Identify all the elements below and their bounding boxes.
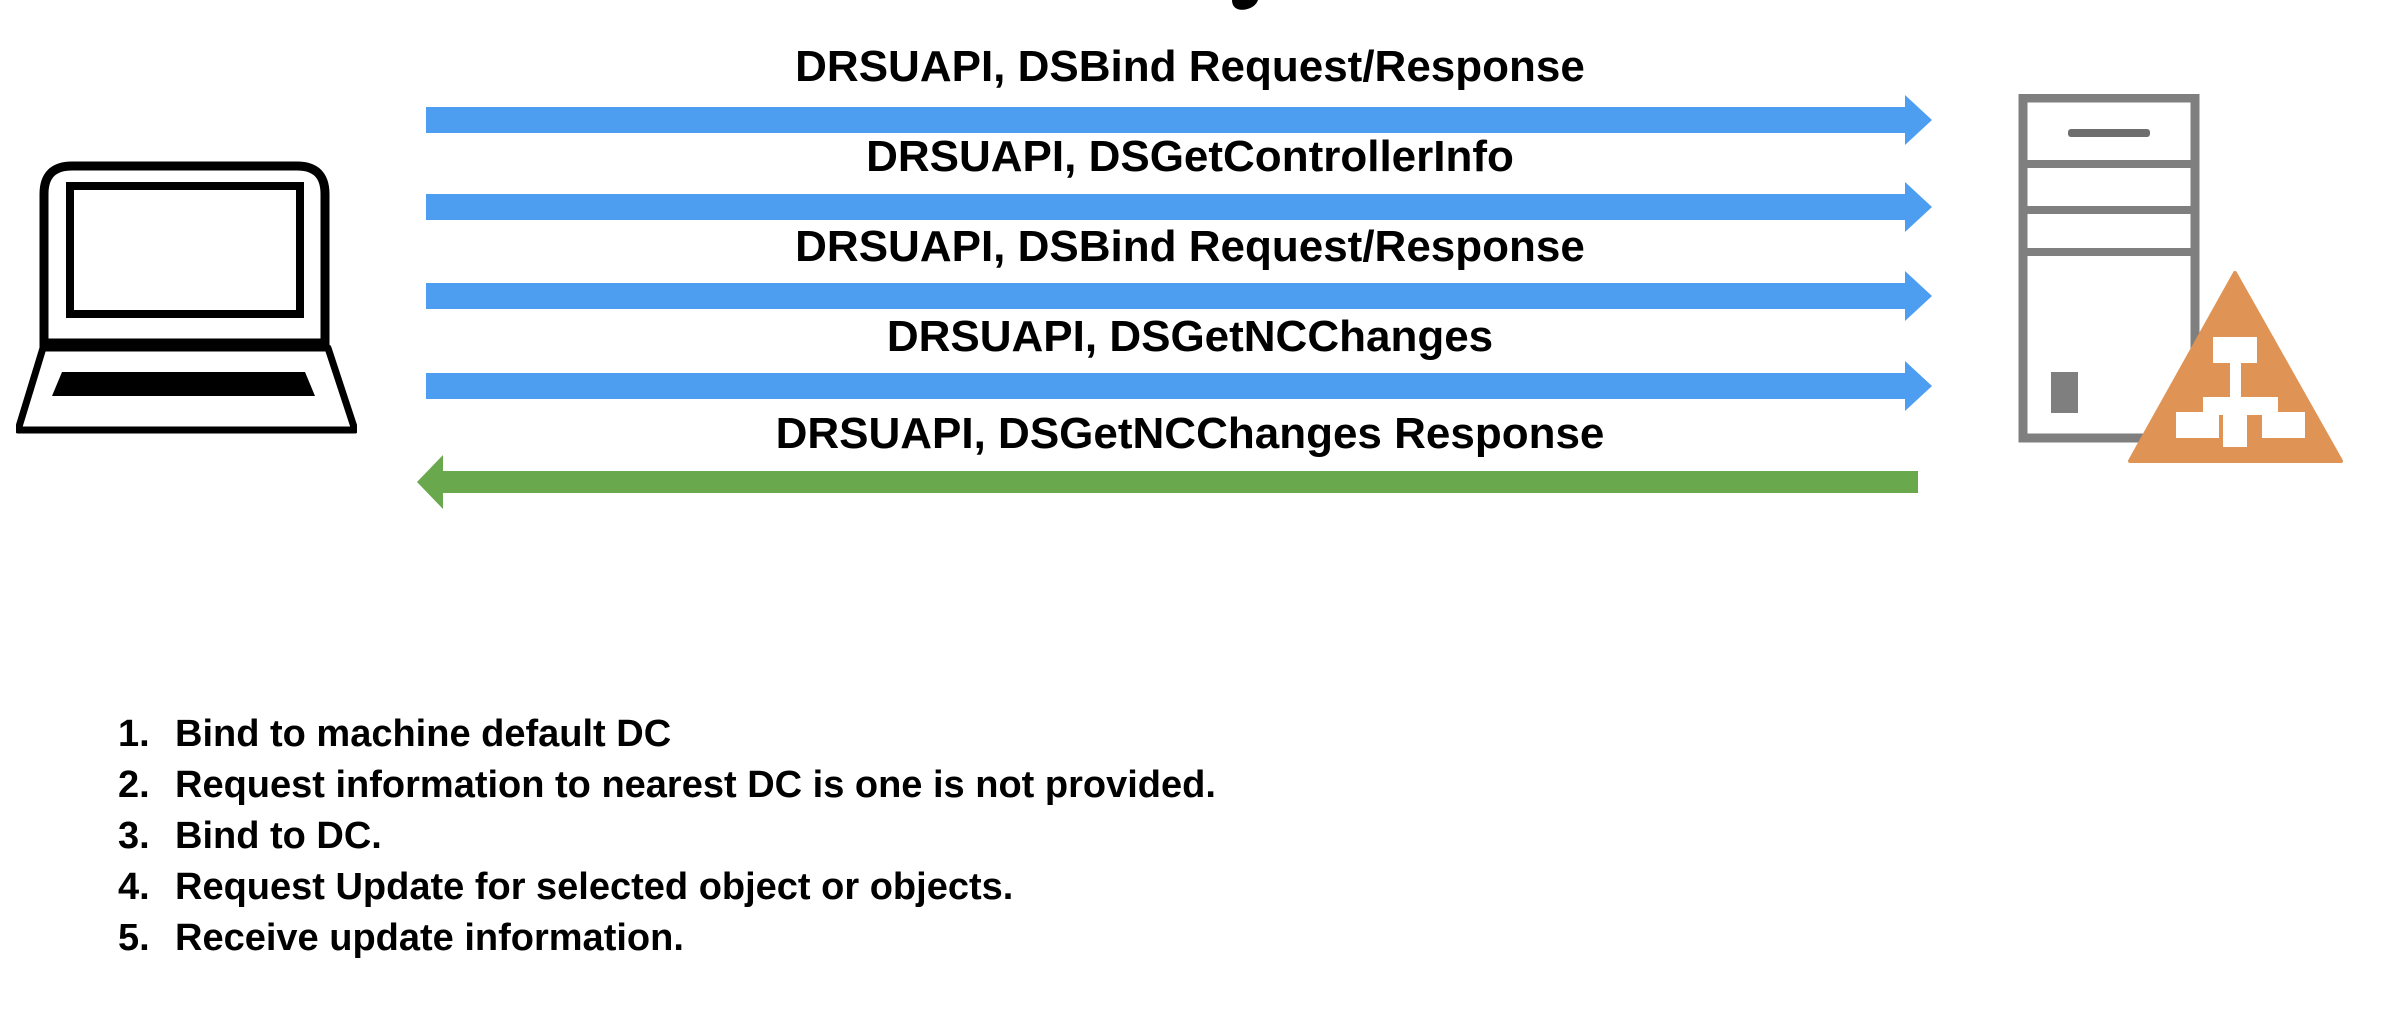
server-power-button — [2051, 372, 2078, 413]
step-number: 3. — [118, 815, 150, 857]
server-slot — [2068, 129, 2150, 137]
step-text: Receive update information. — [175, 917, 684, 959]
step-number: 4. — [118, 866, 150, 908]
list-item: 4. Request Update for selected object or… — [118, 862, 1216, 913]
active-directory-triangle-icon — [2128, 271, 2343, 463]
list-item: 3. Bind to DC. — [118, 811, 1216, 862]
step-number: 2. — [118, 764, 150, 806]
arrow-left-response — [417, 455, 1918, 509]
message-label-3: DRSUAPI, DSBind Request/Response — [795, 222, 1585, 271]
message-label-5: DRSUAPI, DSGetNCChanges Response — [775, 409, 1605, 458]
step-text: Request Update for selected object or ob… — [175, 866, 1014, 908]
message-label-1: DRSUAPI, DSBind Request/Response — [795, 42, 1585, 91]
step-number: 1. — [118, 713, 150, 755]
message-label-2: DRSUAPI, DSGetControllerInfo — [866, 132, 1514, 181]
laptop-icon — [16, 161, 357, 434]
step-text: Bind to machine default DC — [175, 713, 672, 755]
step-text: Request information to nearest DC is one… — [175, 764, 1216, 806]
arrow-right-2 — [426, 182, 1932, 232]
arrow-right-4 — [426, 361, 1932, 411]
server-body — [2018, 94, 2200, 443]
message-label-4: DRSUAPI, DSGetNCChanges — [886, 312, 1494, 361]
arrow-right-3 — [426, 271, 1932, 321]
list-item: 2. Request information to nearest DC is … — [118, 760, 1216, 811]
org-chart-glyph — [2176, 337, 2305, 447]
server-tower-icon — [2018, 94, 2200, 443]
arrow-right-1 — [426, 95, 1932, 145]
laptop-screen — [66, 182, 304, 318]
steps-list: 1. Bind to machine default DC 2. Request… — [118, 709, 1216, 964]
step-number: 5. — [118, 917, 150, 959]
laptop-keyboard — [52, 372, 315, 396]
step-text: Bind to DC. — [175, 815, 382, 857]
list-item: 5. Receive update information. — [118, 913, 1216, 964]
list-item: 1. Bind to machine default DC — [118, 709, 1216, 760]
cropped-title-glyph — [1232, 0, 1258, 10]
